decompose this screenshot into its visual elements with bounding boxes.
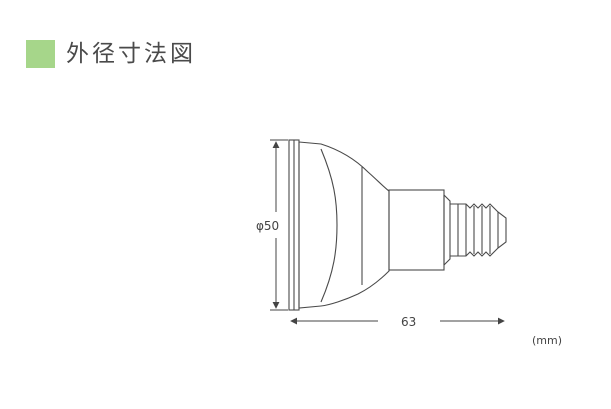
- reflector-body: [298, 141, 390, 309]
- lamp-outline: [288, 139, 507, 311]
- screw-base: [450, 203, 459, 257]
- diameter-label: φ50: [256, 219, 279, 233]
- section-marker: [26, 40, 55, 68]
- screw-threads: [458, 203, 507, 257]
- neck-step: [443, 194, 451, 266]
- section-title: 外径寸法図: [66, 41, 196, 67]
- lamp-neck: [388, 189, 445, 271]
- reflector-curve: [320, 148, 338, 303]
- unit-label: (mm): [532, 334, 563, 347]
- length-label: 63: [401, 315, 416, 329]
- diameter-dimension: [270, 139, 288, 311]
